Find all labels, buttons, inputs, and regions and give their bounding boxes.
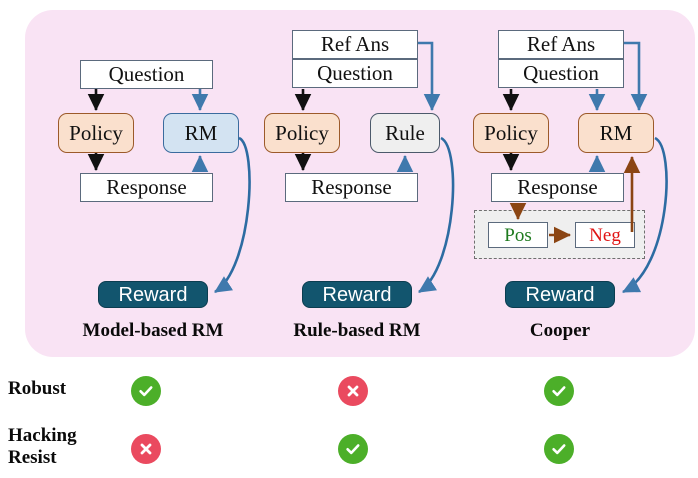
c3-response-label: Response [517,175,598,199]
row-label-hacking-resist: Hacking Resist [8,425,77,469]
c2-refans-box: Ref Ans [292,30,418,59]
c2-question-box: Question [292,59,418,88]
c1-policy-label: Policy [69,120,123,145]
c3-pos-label: Pos [504,224,532,246]
row-label-robust: Robust [8,378,66,400]
c1-response-box: Response [80,173,213,202]
c3-pos-box: Pos [488,222,548,248]
c1-column-label-text: Model-based RM [82,320,224,341]
c1-policy-box: Policy [58,113,134,153]
c3-refans-box: Ref Ans [498,30,624,59]
c1-response-label: Response [106,175,187,199]
c3-reward-box: Reward [505,281,615,308]
c1-rm-label: RM [184,120,218,145]
c1-reward-label: Reward [118,283,188,306]
c3-rm-label: RM [599,120,633,145]
row-label-hacking-line2: Resist [8,446,57,468]
c2-response-box: Response [285,173,418,202]
c2-policy-label: Policy [275,120,329,145]
mark-hacking-model-based-cross-circle-icon [131,434,161,464]
c3-policy-label: Policy [484,120,538,145]
c2-refans-label: Ref Ans [320,32,390,56]
row-label-hacking-line1: Hacking [8,425,77,446]
mark-hacking-cooper-check-circle-icon [544,434,574,464]
c3-refans-label: Ref Ans [526,32,596,56]
c3-policy-box: Policy [473,113,549,153]
row-label-robust-line1: Robust [8,378,67,399]
c1-question-label: Question [108,62,185,86]
mark-hacking-rule-based-check-circle-icon [338,434,368,464]
mark-robust-cooper-check-circle-icon [544,376,574,406]
c3-column-label: Cooper [470,320,650,342]
c3-question-label: Question [523,61,599,85]
c1-rm-box: RM [163,113,239,153]
c3-neg-box: Neg [575,222,635,248]
mark-robust-model-based-check-circle-icon [131,376,161,406]
c1-question-box: Question [80,60,213,89]
c2-reward-label: Reward [322,283,392,306]
c3-reward-label: Reward [525,283,595,306]
c3-response-box: Response [491,173,624,202]
c3-column-label-text: Cooper [529,320,591,341]
c2-rule-label: Rule [385,120,425,145]
c3-question-box: Question [498,59,624,88]
mark-robust-rule-based-cross-circle-icon [338,376,368,406]
c2-column-label: Rule-based RM [248,320,466,342]
c2-column-label-text: Rule-based RM [293,320,421,341]
c1-column-label: Model-based RM [41,320,265,342]
c2-policy-box: Policy [264,113,340,153]
c2-reward-box: Reward [302,281,412,308]
c2-question-label: Question [317,61,393,85]
c2-response-label: Response [311,175,392,199]
c2-rule-box: Rule [370,113,440,153]
c3-neg-label: Neg [589,224,621,246]
c3-rm-box: RM [578,113,654,153]
c1-reward-box: Reward [98,281,208,308]
